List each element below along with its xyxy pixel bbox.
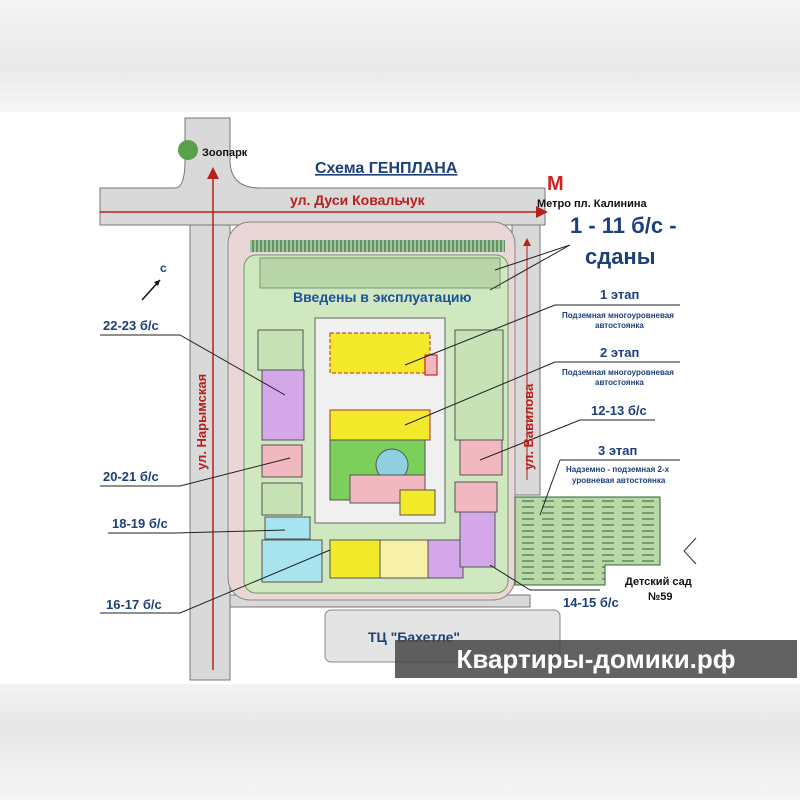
building-12-13 — [459, 439, 503, 476]
building — [379, 539, 429, 579]
blurred-background-bottom — [0, 684, 800, 800]
buildings-1-11 — [259, 257, 501, 289]
stage-3-line2: уровневая автостоянка — [572, 476, 666, 485]
metro-label: Метро пл. Калинина — [537, 198, 648, 210]
section-label-14-15: 14-15 б/с — [563, 595, 619, 610]
north-label: с — [160, 261, 167, 275]
stage-1-line2: автостоянка — [595, 321, 644, 330]
section-label-16-17: 16-17 б/с — [106, 597, 162, 612]
done-label-2: сданы — [585, 244, 656, 269]
street-left-label: ул. Нарымская — [194, 374, 209, 470]
watermark: Квартиры-домики.рф — [395, 640, 797, 678]
street-top-label: ул. Дуси Ковальчук — [290, 192, 426, 208]
courtyard-area — [399, 489, 436, 516]
building — [454, 481, 498, 513]
building-20-21 — [261, 444, 303, 478]
section-label-20-21: 20-21 б/с — [103, 469, 159, 484]
stage-1-title: 1 этап — [600, 287, 639, 302]
building — [261, 482, 303, 516]
done-label: 1 - 11 б/с - — [570, 213, 677, 238]
stage-3-title: 3 этап — [598, 443, 637, 458]
zoo-icon — [178, 140, 198, 160]
section-label-18-19: 18-19 б/с — [112, 516, 168, 531]
parking-strip-top — [250, 240, 505, 252]
stage-1-parking — [329, 332, 431, 374]
street-right-label: ул. Вавилова — [521, 383, 536, 470]
zoo-label: Зоопарк — [202, 147, 248, 159]
section-label-22-23: 22-23 б/с — [103, 318, 159, 333]
section-label-12-13: 12-13 б/с — [591, 403, 647, 418]
kindergarten-label: Детский сад — [625, 576, 692, 588]
road-top — [99, 117, 546, 226]
building — [427, 539, 464, 579]
road-left — [189, 224, 231, 681]
kindergarten-number: №59 — [648, 591, 673, 603]
blurred-background-top — [0, 0, 800, 112]
chevron-left-icon[interactable] — [683, 537, 697, 565]
commissioned-label: Введены в эксплуатацию — [293, 289, 472, 305]
stage-1-line1: Подземная многоуровневая — [562, 311, 674, 320]
stage-2-line2: автостоянка — [595, 378, 644, 387]
stage-2-title: 2 этап — [600, 345, 639, 360]
building-14-15 — [459, 511, 496, 568]
building — [454, 329, 504, 441]
stage-3-line1: Надземно - подземная 2-х — [566, 465, 670, 474]
building-18-19 — [264, 516, 311, 540]
building-22-23 — [261, 369, 305, 441]
building-16-17 — [261, 539, 323, 583]
stage-2-parking — [329, 409, 431, 441]
leader-lines — [100, 244, 680, 614]
plan-title: Схема ГЕНПЛАНА — [315, 160, 458, 177]
metro-icon: М — [547, 173, 564, 195]
building — [329, 539, 381, 579]
stage-2-line1: Подземная многоуровневая — [562, 368, 674, 377]
stage-3-parking — [514, 496, 661, 586]
